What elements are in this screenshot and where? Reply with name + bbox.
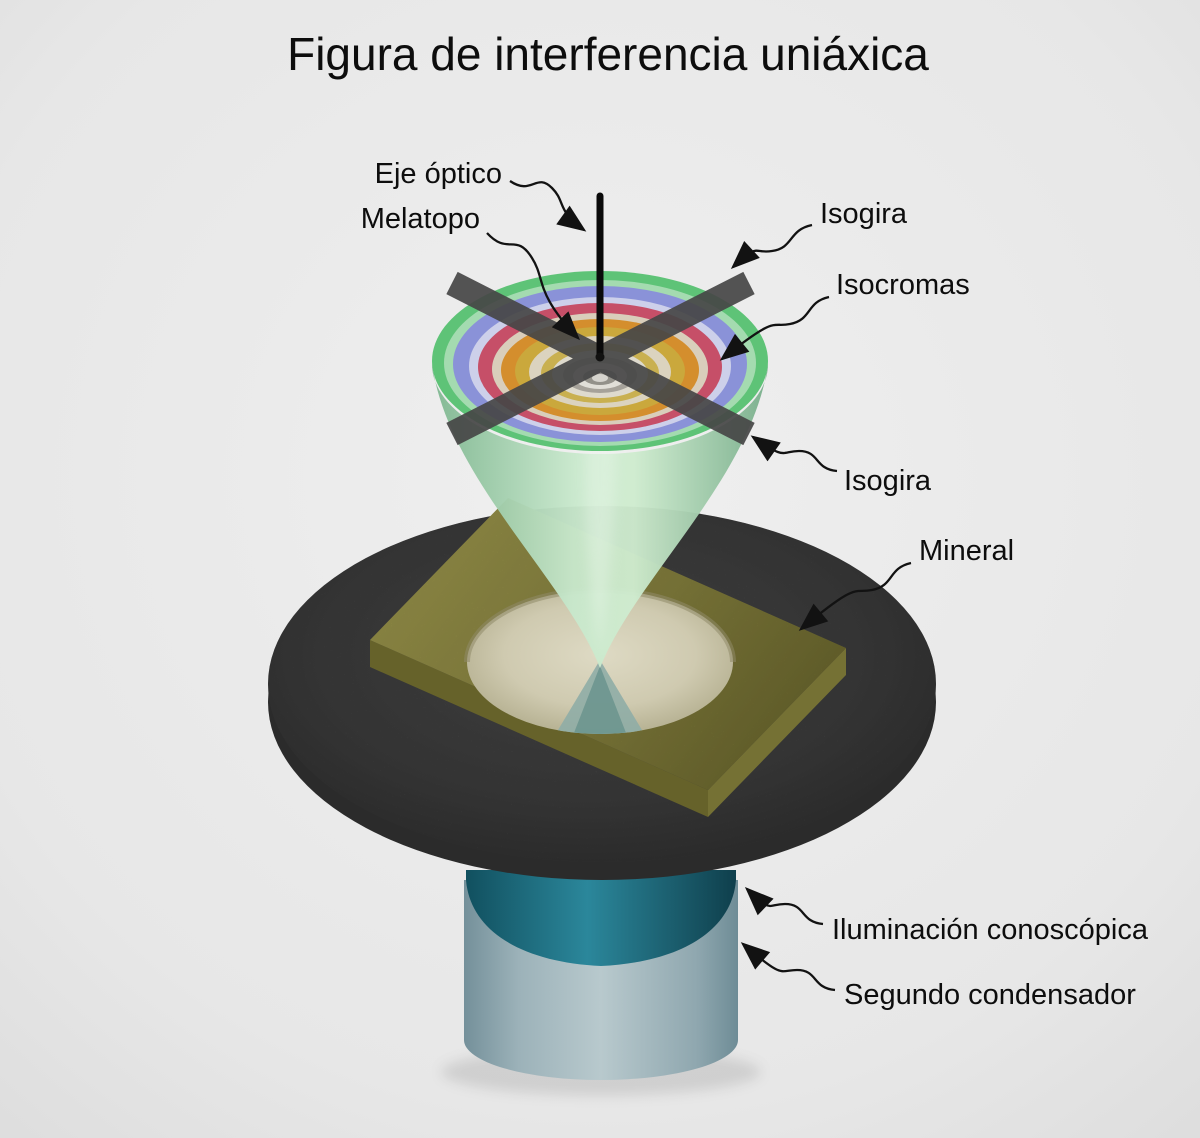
arrow-isocromas (719, 295, 830, 361)
label-isocromas: Isocromas (836, 269, 970, 301)
label-mineral: Mineral (919, 535, 1014, 567)
mineral-side-left (370, 640, 708, 817)
condenser-dome (466, 870, 736, 966)
label-melatopo: Melatopo (361, 203, 480, 235)
light-cone (432, 364, 768, 668)
second-condenser (464, 870, 738, 1080)
mineral-side-right (708, 648, 846, 817)
label-eje-optico: Eje óptico (375, 158, 502, 190)
leader-arrows (486, 180, 912, 992)
light-below-mineral (552, 660, 648, 734)
melatope-dot (595, 352, 605, 362)
label-isogira-right: Isogira (844, 465, 932, 497)
isochrome-center (592, 374, 608, 382)
label-segundo-condensador: Segundo condensador (844, 979, 1136, 1011)
arrow-iluminacion (744, 887, 824, 926)
arrow-melatopo (486, 232, 580, 341)
light-cone-highlight (584, 398, 617, 656)
label-isogira-top: Isogira (820, 198, 908, 230)
arrow-segundo-condensador (740, 942, 836, 992)
page-title: Figura de interferencia uniáxica (287, 28, 929, 80)
label-iluminacion-conoscopica: Iluminación conoscópica (832, 914, 1149, 946)
arrow-isogira-top (730, 223, 813, 269)
arrow-isogira-right (750, 435, 838, 473)
arrow-eje-optico (509, 180, 587, 232)
labels: Figura de interferencia uniáxica Eje ópt… (287, 28, 1149, 1011)
sub-cone-inner (572, 666, 628, 734)
arrow-mineral (798, 561, 912, 631)
